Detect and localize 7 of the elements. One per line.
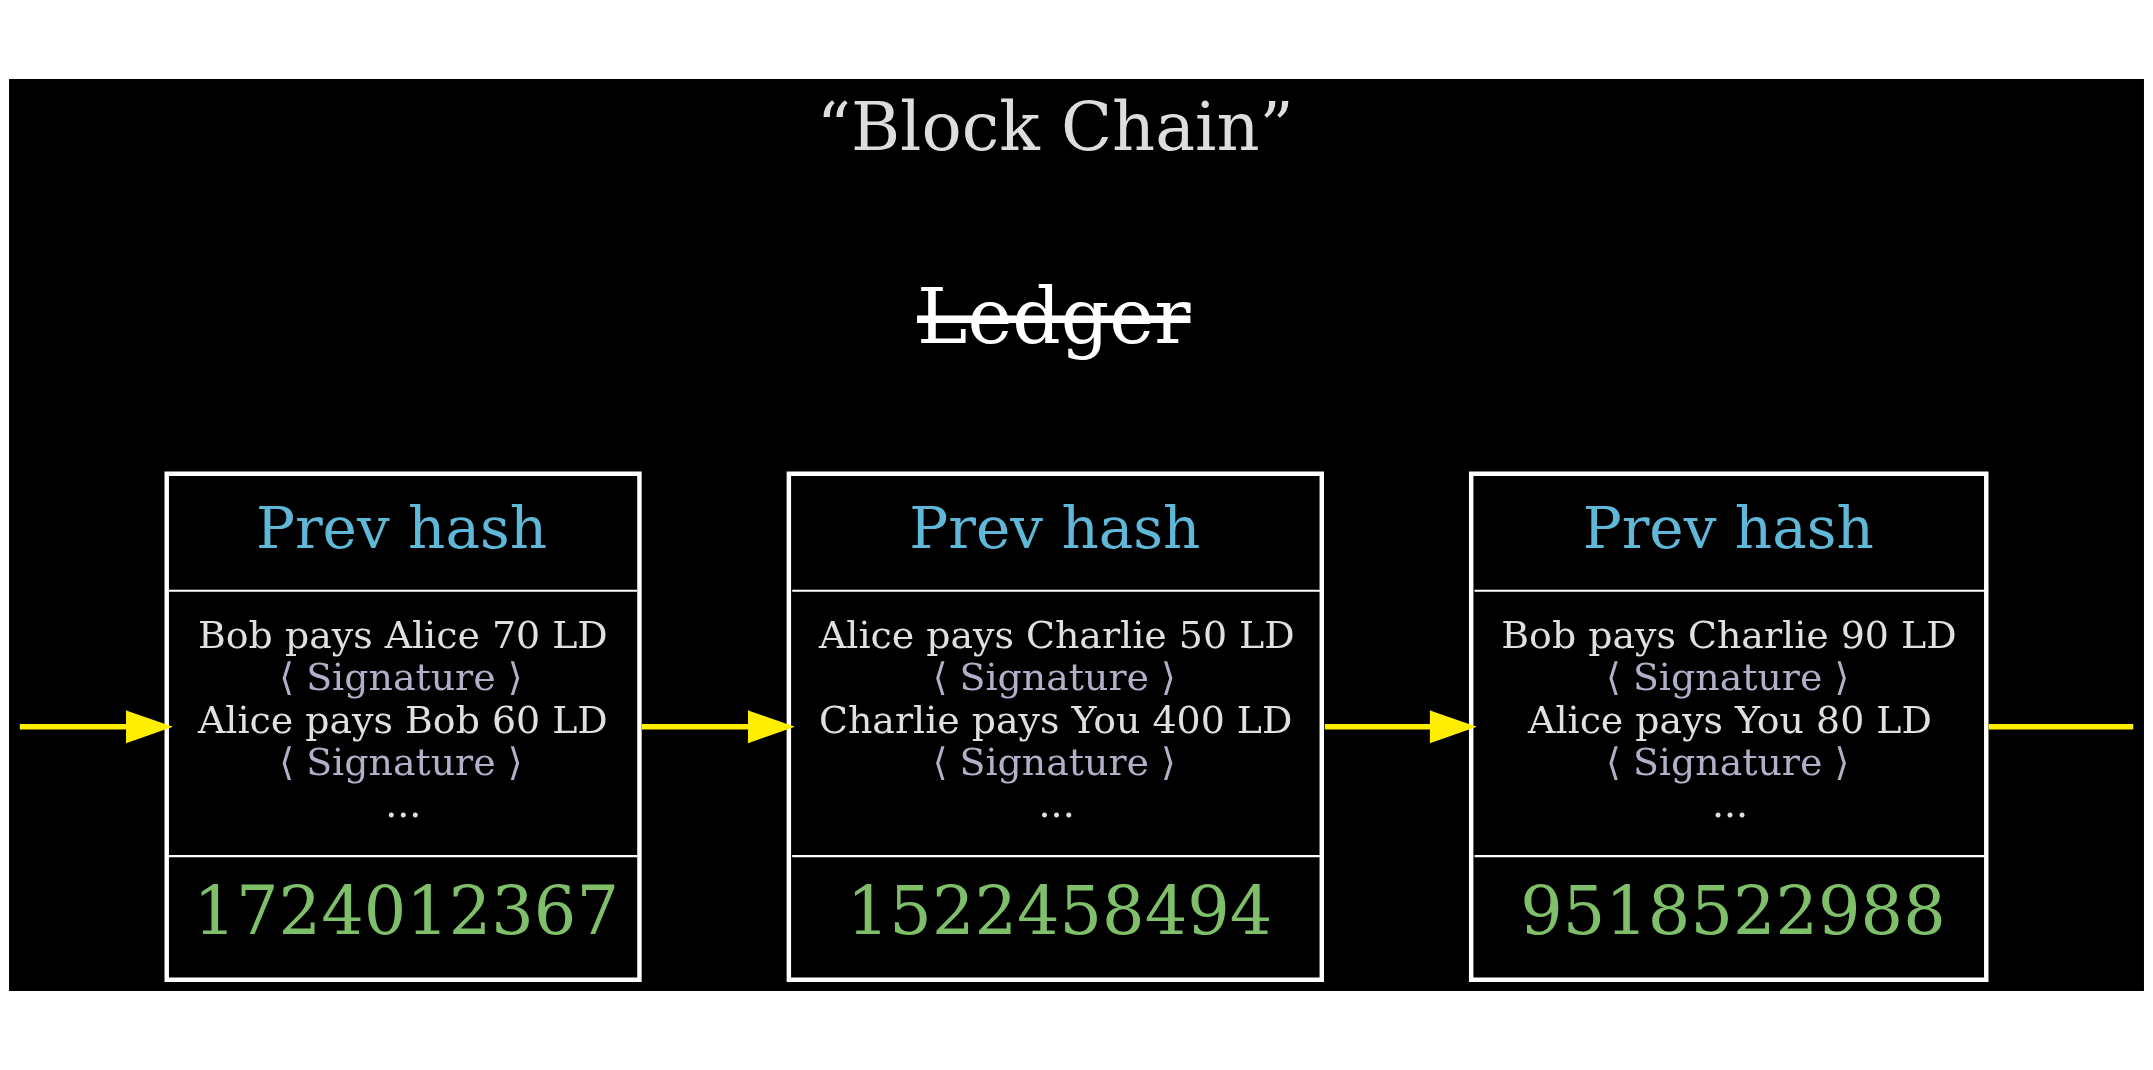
arrow xyxy=(1324,710,1477,744)
arrow xyxy=(641,710,795,744)
arrow xyxy=(19,710,173,744)
node-box: Prev hash Bob pays Alice 70 LD ⟨ Signature ⟩ Alice pays Bob 60 LD ⟨ Signature ⟩ ... 1724012367 xyxy=(164,471,642,983)
connector xyxy=(1988,724,2134,730)
label: Ledger xyxy=(917,272,1191,361)
label: “Block Chain” xyxy=(816,88,1294,167)
